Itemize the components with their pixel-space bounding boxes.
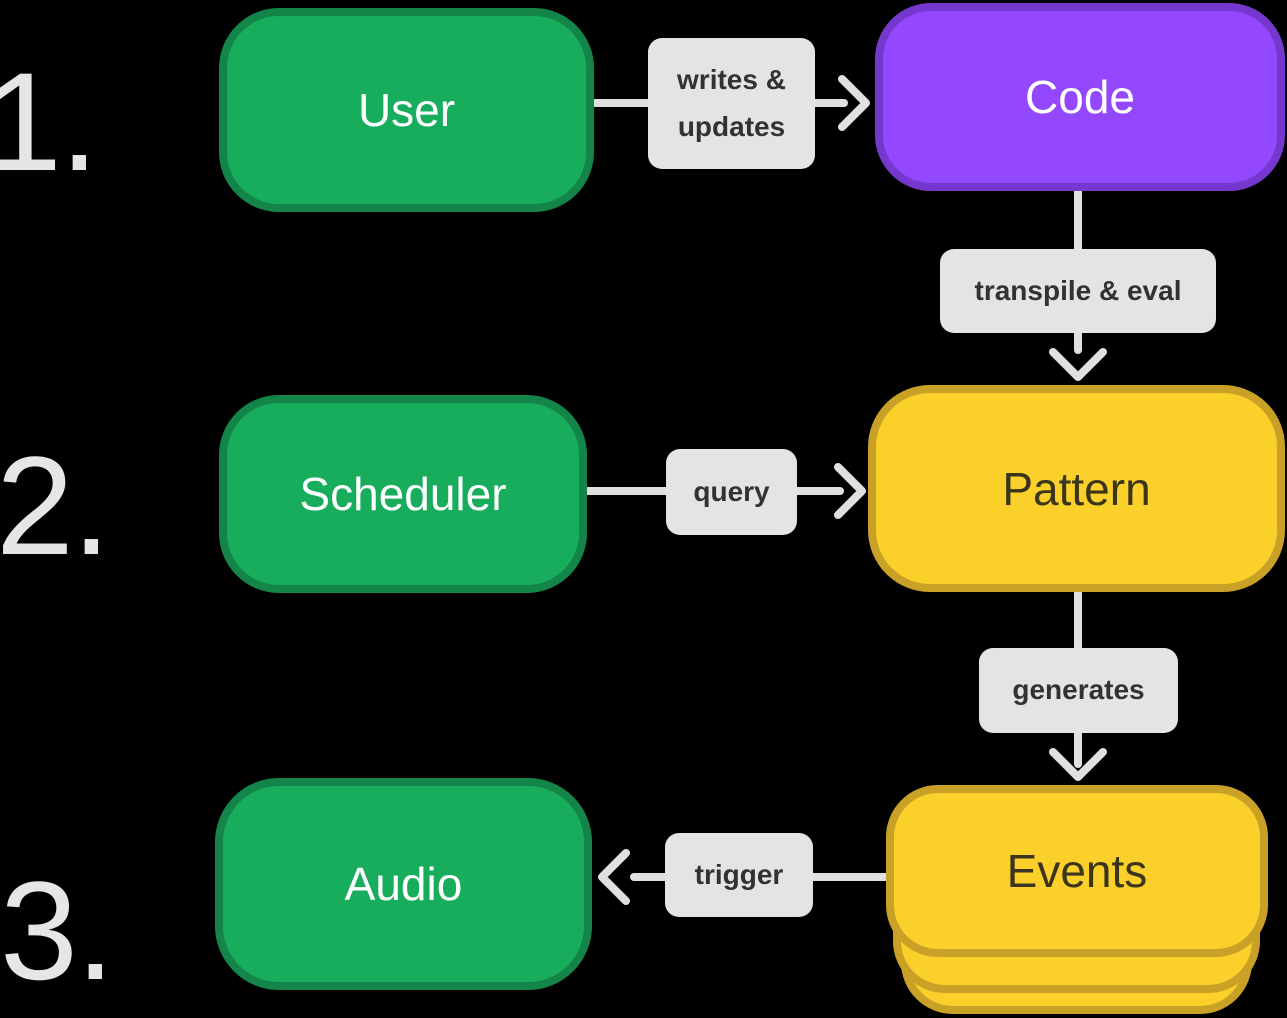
arrowhead-right-icon	[834, 463, 866, 519]
edge-label-transpile-eval: transpile & eval	[940, 249, 1216, 333]
node-pattern: Pattern	[868, 385, 1285, 592]
node-pattern-label: Pattern	[1002, 462, 1151, 515]
arrowhead-left-icon	[598, 849, 630, 905]
edge-label-writes-updates: writes & updates	[648, 38, 815, 169]
node-audio-label: Audio	[344, 858, 463, 910]
node-scheduler-label: Scheduler	[299, 468, 507, 520]
node-scheduler: Scheduler	[219, 395, 587, 593]
node-user-label: User	[357, 84, 456, 136]
edge-label-trigger: trigger	[665, 833, 813, 917]
step-number-1: 1.	[0, 43, 99, 200]
node-code-label: Code	[1025, 71, 1135, 123]
arrowhead-right-icon	[838, 75, 870, 131]
arrowhead-down-icon	[1049, 348, 1107, 381]
edge-label-generates: generates	[979, 648, 1178, 733]
arrowhead-down-icon	[1049, 748, 1107, 781]
node-audio: Audio	[215, 778, 592, 990]
edge-label-query: query	[666, 449, 797, 535]
node-events: Events	[886, 785, 1268, 957]
step-number-3: 3.	[0, 852, 115, 1009]
node-code: Code	[875, 3, 1285, 191]
step-number-2: 2.	[0, 427, 111, 584]
node-user: User	[219, 8, 594, 212]
node-events-label: Events	[1006, 845, 1148, 897]
